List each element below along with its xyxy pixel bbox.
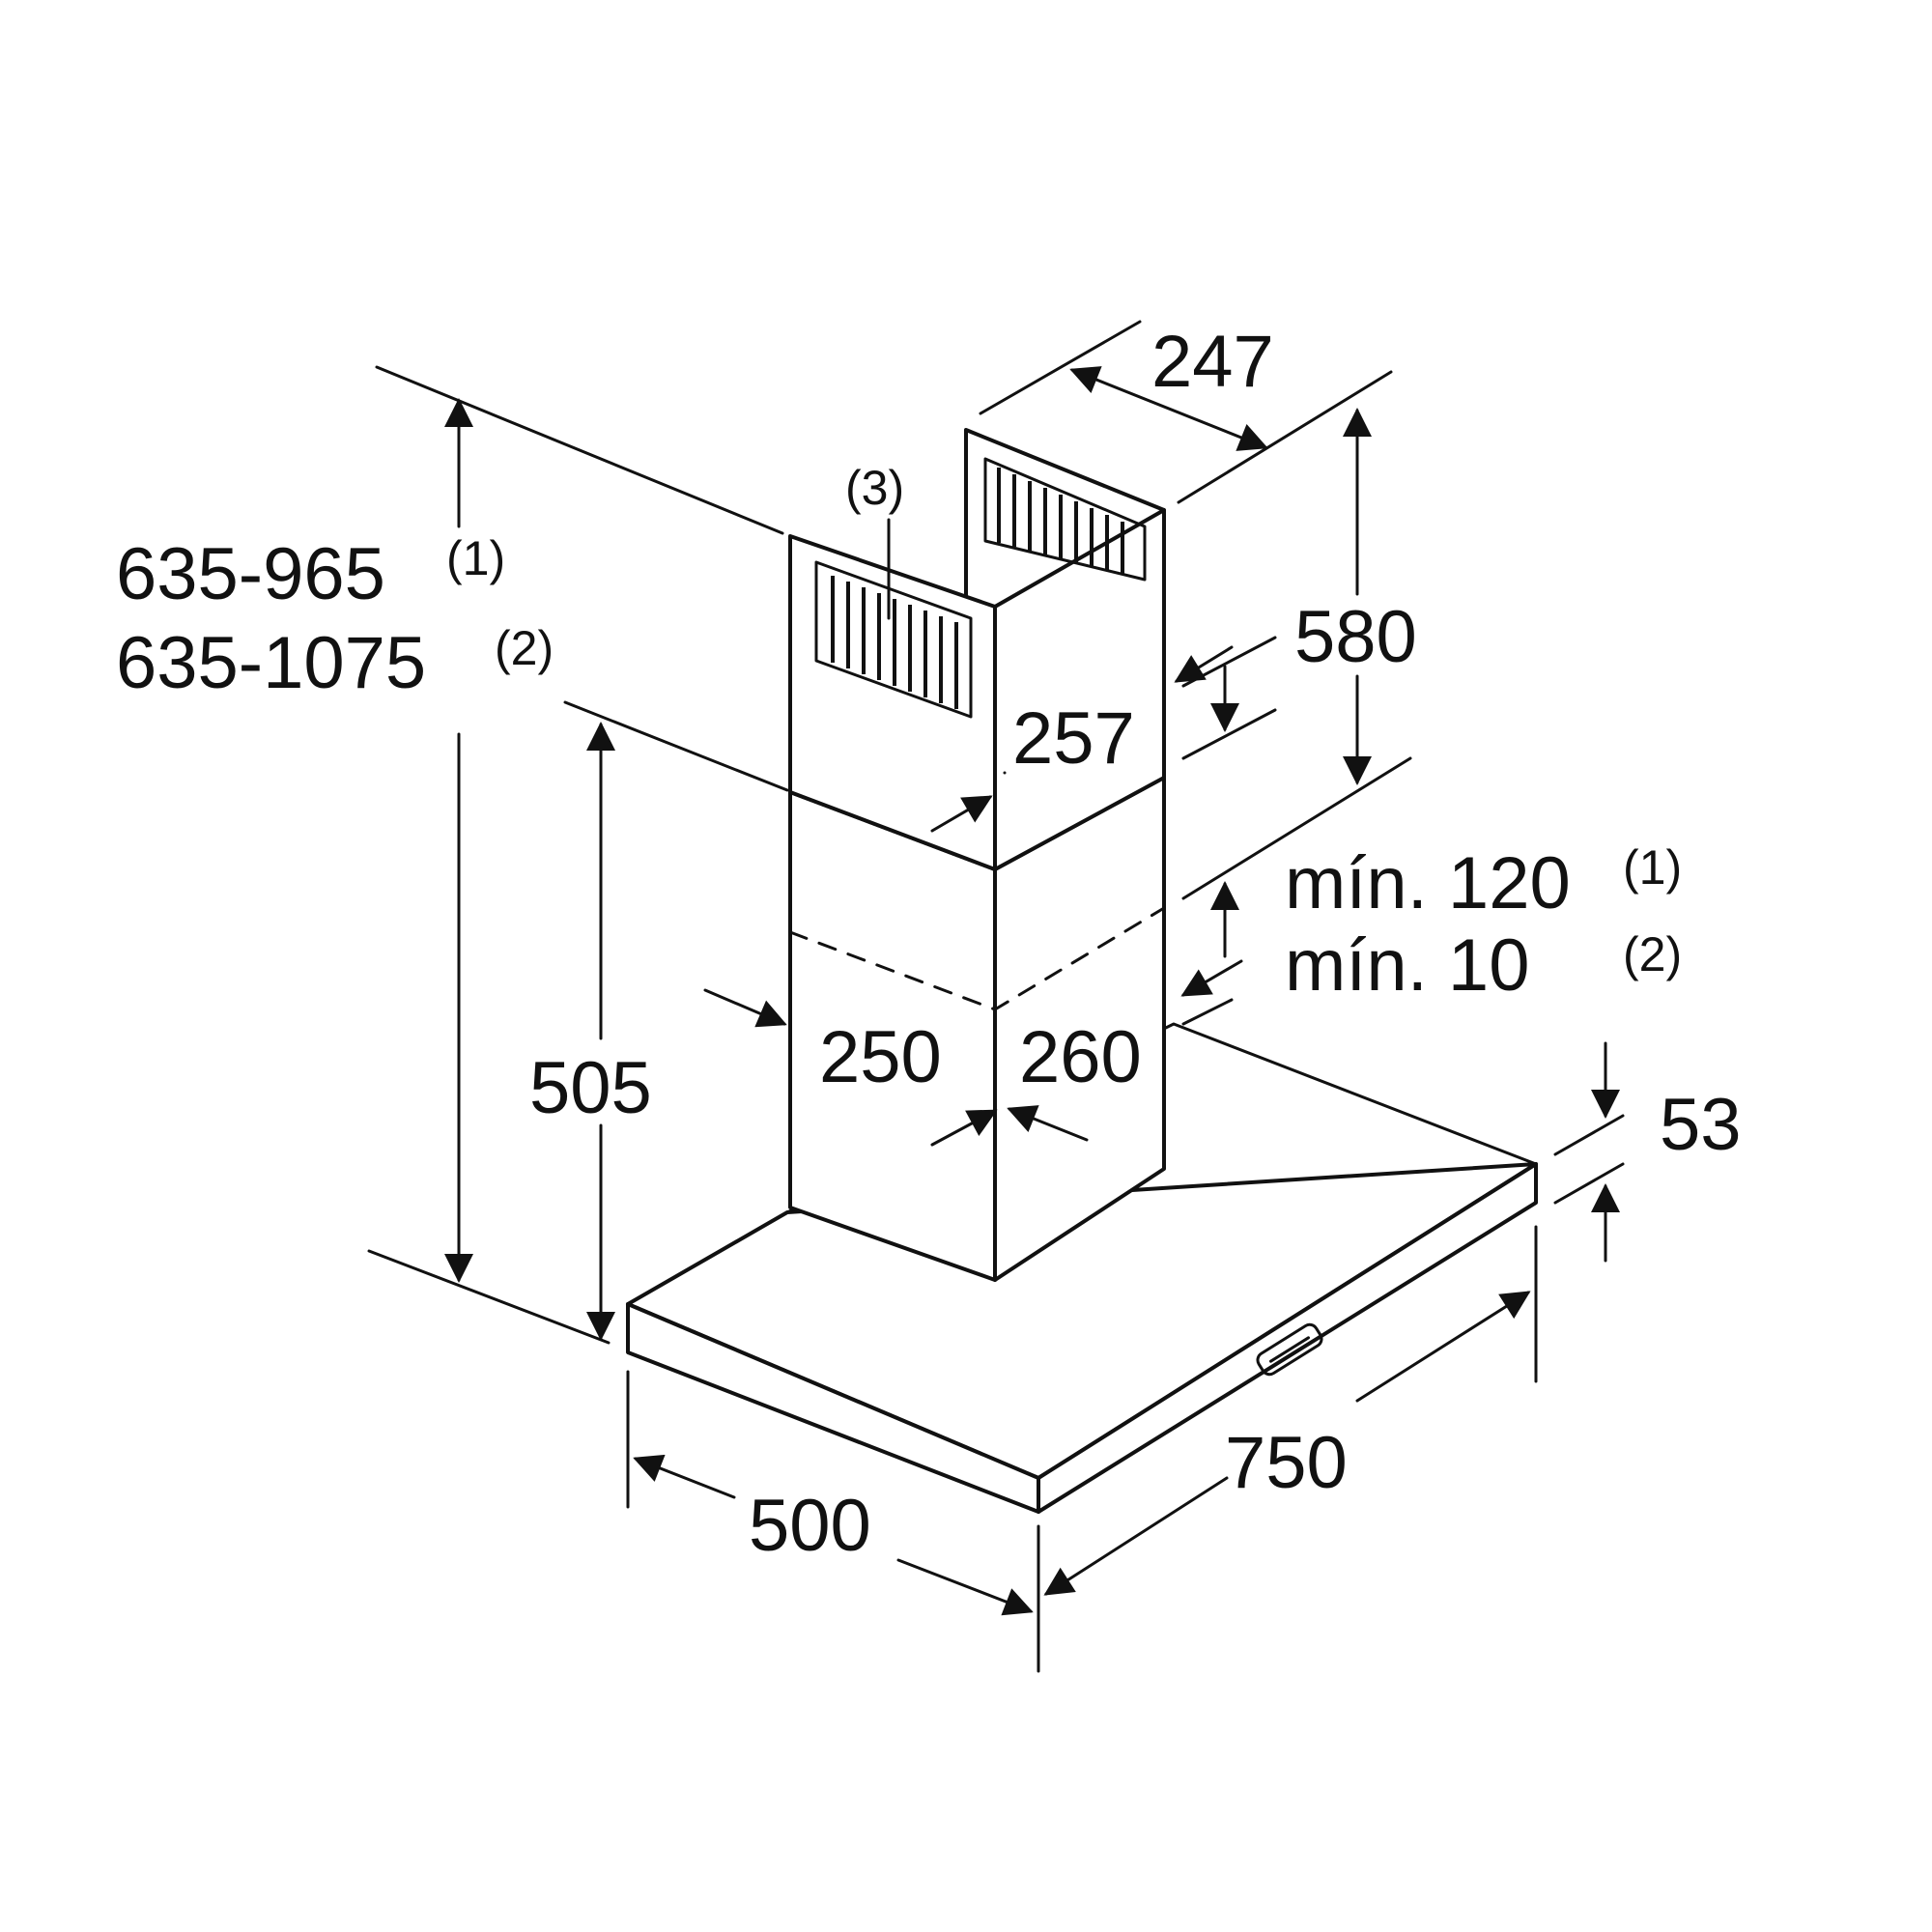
lower-chimney-depth-label: 260: [1019, 1016, 1142, 1098]
extension-lines: [367, 320, 1625, 1673]
canopy-depth-label: 500: [749, 1485, 871, 1567]
overlap-footnote-2: (2): [1623, 927, 1682, 981]
total-height-footnote-1: (1): [446, 531, 505, 585]
lower-chimney-width-label: 250: [819, 1016, 942, 1098]
chimney-top-width-label: 247: [1151, 321, 1274, 403]
canopy-thickness-label: 53: [1660, 1084, 1742, 1166]
upper-chimney-height-label: 580: [1294, 596, 1417, 678]
lower-width-arrow-bottom: [930, 1109, 998, 1147]
chimney-width-arrow: [1069, 366, 1268, 451]
lower-depth-arrow-bottom: [1007, 1105, 1089, 1142]
vent-footnote-3: (3): [845, 461, 904, 515]
canopy: [626, 1022, 1538, 1514]
canopy-width-label: 750: [1225, 1422, 1348, 1504]
dimension-arrows: [444, 366, 1620, 1616]
dimension-labels: 635-965 (1) 635-1075 (2) (3) 247 580 257…: [116, 321, 1742, 1567]
upper-depth-arrow-top: [1174, 645, 1234, 683]
canopy-depth-arrow-left: [633, 1454, 736, 1499]
upper-chimney: [788, 428, 1166, 871]
overlap-min-label-2: mín. 10: [1285, 924, 1529, 1007]
total-height-label-2: 635-1075: [116, 622, 426, 704]
vent-grille-front: [814, 560, 973, 719]
canopy-depth-arrow-right: [896, 1558, 1034, 1616]
overlap-footnote-1: (1): [1623, 840, 1682, 895]
lower-width-arrow-left: [703, 988, 787, 1028]
total-height-label-1: 635-965: [116, 533, 385, 615]
overlap-arrow-down: [1180, 959, 1243, 997]
lower-chimney: [788, 776, 1166, 1282]
canopy-width-arrow-lower: [1043, 1476, 1229, 1596]
upper-chimney-depth-label: 257: [1012, 697, 1135, 780]
overlap-line: [788, 906, 1166, 1011]
canopy-width-arrow-upper: [1355, 1291, 1531, 1403]
overlap-min-label-1: mín. 120: [1285, 842, 1571, 924]
vent-grille-back: [983, 457, 1147, 582]
upper-depth-arrow-bottom: [930, 795, 993, 833]
total-height-footnote-2: (2): [495, 621, 554, 675]
lower-height-label: 505: [529, 1047, 652, 1129]
control-panel: [1256, 1322, 1323, 1377]
